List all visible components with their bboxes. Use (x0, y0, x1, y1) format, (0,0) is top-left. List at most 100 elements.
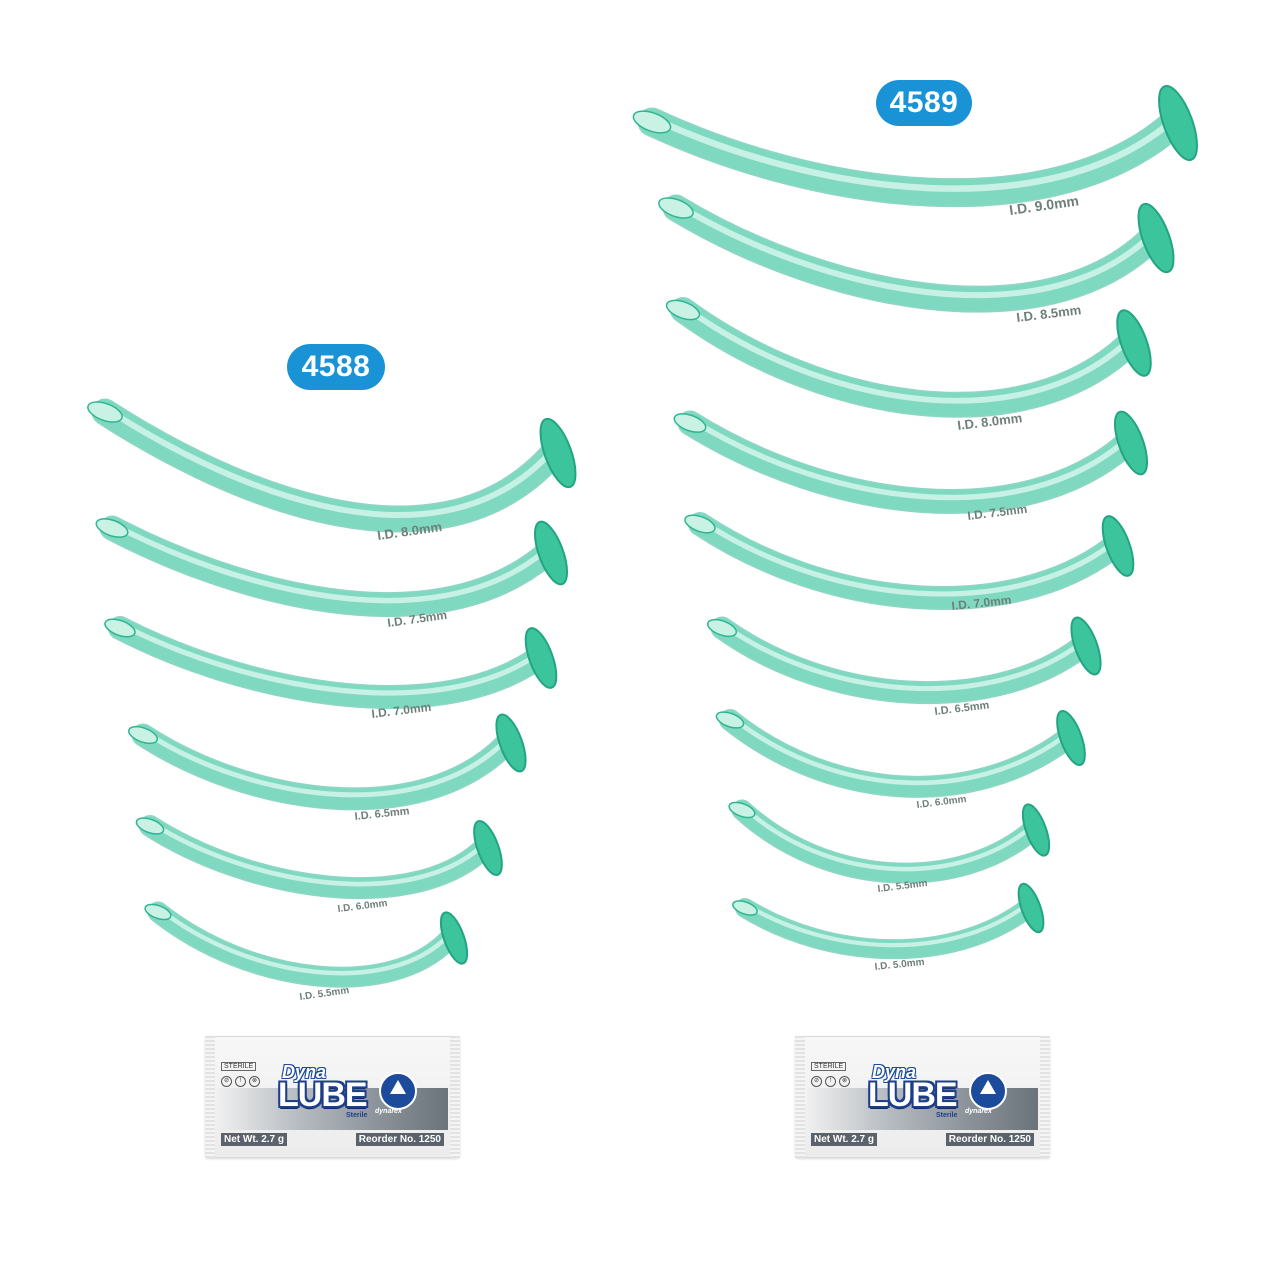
tube-size-label: I.D. 6.5mm (354, 805, 410, 823)
tube-highlight (140, 728, 508, 798)
airway-tube: I.D. 9.0mm (632, 85, 1198, 218)
tube-body (639, 109, 1185, 206)
tube-bevel-tip (135, 817, 165, 835)
airway-tube: I.D. 8.5mm (658, 194, 1175, 325)
dynalube-logo: Dyna LUBE Sterile (868, 1062, 982, 1119)
tube-highlight (109, 521, 548, 604)
tube-flange (495, 713, 527, 773)
tube-size-label: I.D. 5.5mm (299, 985, 350, 1003)
tube-body (733, 801, 1039, 883)
airway-tube: I.D. 7.0mm (684, 512, 1135, 613)
logo-lube: LUBE (278, 1076, 368, 1114)
dynalube-logo: Dyna LUBE Sterile (278, 1062, 392, 1119)
tube-bevel-tip (715, 711, 745, 729)
tube-bevel-tip (684, 514, 716, 534)
sterile-label: STERILE (811, 1062, 847, 1071)
tube-highlight (648, 114, 1176, 192)
tube-body (689, 513, 1123, 609)
tube-flange (439, 911, 469, 965)
no-latex-icon: ⊗ (839, 1076, 850, 1087)
tube-body (93, 400, 564, 531)
airway-tube: I.D. 5.5mm (144, 901, 469, 1003)
airway-tube: I.D. 7.5mm (673, 410, 1149, 523)
tube-bevel-tip (658, 197, 694, 219)
tube-highlight (673, 201, 1153, 299)
tube-body (140, 816, 492, 898)
dynarex-wordmark: dynarex (965, 1108, 992, 1115)
sterile-label: STERILE (221, 1062, 257, 1071)
tube-flange (533, 520, 569, 586)
tube-bevel-tip (87, 401, 123, 423)
tube-bevel-tip (728, 801, 756, 819)
tube-flange (1070, 616, 1102, 676)
tube-body (712, 618, 1090, 703)
logo-dyna: Dyna (282, 1062, 327, 1082)
dynarex-logo-icon (969, 1072, 1007, 1110)
tube-size-label: I.D. 5.0mm (874, 957, 925, 973)
no-latex-icon: ⊗ (249, 1076, 260, 1087)
warning-icon: ! (825, 1076, 836, 1087)
airway-tube: I.D. 8.0mm (665, 297, 1152, 433)
tube-highlight (680, 303, 1131, 404)
tube-bevel-tip (732, 900, 758, 916)
tube-bevel-tip (706, 618, 738, 638)
tube-body (149, 903, 457, 987)
net-weight: Net Wt. 2.7 g (221, 1133, 288, 1146)
tube-size-label: I.D. 6.0mm (337, 898, 388, 915)
tube-highlight (697, 517, 1115, 597)
airway-tube: I.D. 6.0mm (715, 709, 1086, 811)
airway-tube: I.D. 7.5mm (95, 515, 569, 630)
tube-highlight (719, 621, 1083, 692)
tube-flange (1158, 85, 1198, 161)
lubricant-packet-right: STERILE ⊘ ! ⊗ Dyna LUBE Sterile dynarex … (795, 1036, 1050, 1158)
tube-bevel-tip (127, 725, 159, 745)
tube-flange (1113, 410, 1149, 476)
tube-highlight (117, 621, 538, 696)
airway-tube: I.D. 6.5mm (127, 713, 527, 823)
tube-body (671, 298, 1140, 417)
tube-bevel-tip (144, 903, 172, 921)
reorder-number: Reorder No. 1250 (355, 1133, 444, 1146)
tube-body (720, 710, 1075, 797)
tube-highlight (742, 901, 1028, 948)
tube-flange (1056, 709, 1086, 767)
tube-flange (539, 417, 577, 489)
tube-flange (1137, 202, 1175, 274)
airway-tube: I.D. 5.0mm (732, 882, 1045, 973)
airway-tube: I.D. 5.5mm (728, 799, 1051, 895)
tube-flange (524, 627, 558, 689)
tube-body (736, 899, 1034, 958)
tube-flange (1101, 515, 1135, 577)
airway-tube: I.D. 6.0mm (135, 815, 503, 915)
tube-highlight (147, 819, 485, 887)
product-code-badge-4589: 4589 (876, 80, 972, 126)
packet-symbols: ⊘ ! ⊗ (221, 1076, 260, 1087)
tube-bevel-tip (632, 110, 672, 134)
warning-icon: ! (235, 1076, 246, 1087)
no-reuse-icon: ⊘ (811, 1076, 822, 1087)
tube-body (679, 412, 1136, 513)
logo-sterile: Sterile (936, 1112, 958, 1119)
dynarex-wordmark: dynarex (375, 1108, 402, 1115)
tube-body (109, 617, 546, 708)
packet-symbols: ⊘ ! ⊗ (811, 1076, 850, 1087)
net-weight: Net Wt. 2.7 g (811, 1133, 878, 1146)
logo-dyna: Dyna (872, 1062, 917, 1082)
airway-tube: I.D. 8.0mm (87, 398, 577, 543)
tube-highlight (155, 905, 451, 976)
tube-highlight (687, 416, 1128, 501)
tube-bevel-tip (673, 413, 707, 433)
tube-bevel-tip (665, 299, 701, 321)
product-code-badge-4588: 4588 (287, 344, 385, 390)
tube-size-label: I.D. 7.0mm (951, 593, 1012, 613)
no-reuse-icon: ⊘ (221, 1076, 232, 1087)
tube-bevel-tip (104, 618, 136, 638)
lubricant-packet-left: STERILE ⊘ ! ⊗ Dyna LUBE Sterile dynarex … (205, 1036, 460, 1158)
logo-sterile: Sterile (346, 1112, 368, 1119)
tube-flange (473, 819, 503, 877)
logo-lube: LUBE (868, 1076, 958, 1114)
tube-body (101, 517, 556, 616)
reorder-number: Reorder No. 1250 (945, 1133, 1034, 1146)
airway-tube: I.D. 6.5mm (706, 616, 1102, 718)
